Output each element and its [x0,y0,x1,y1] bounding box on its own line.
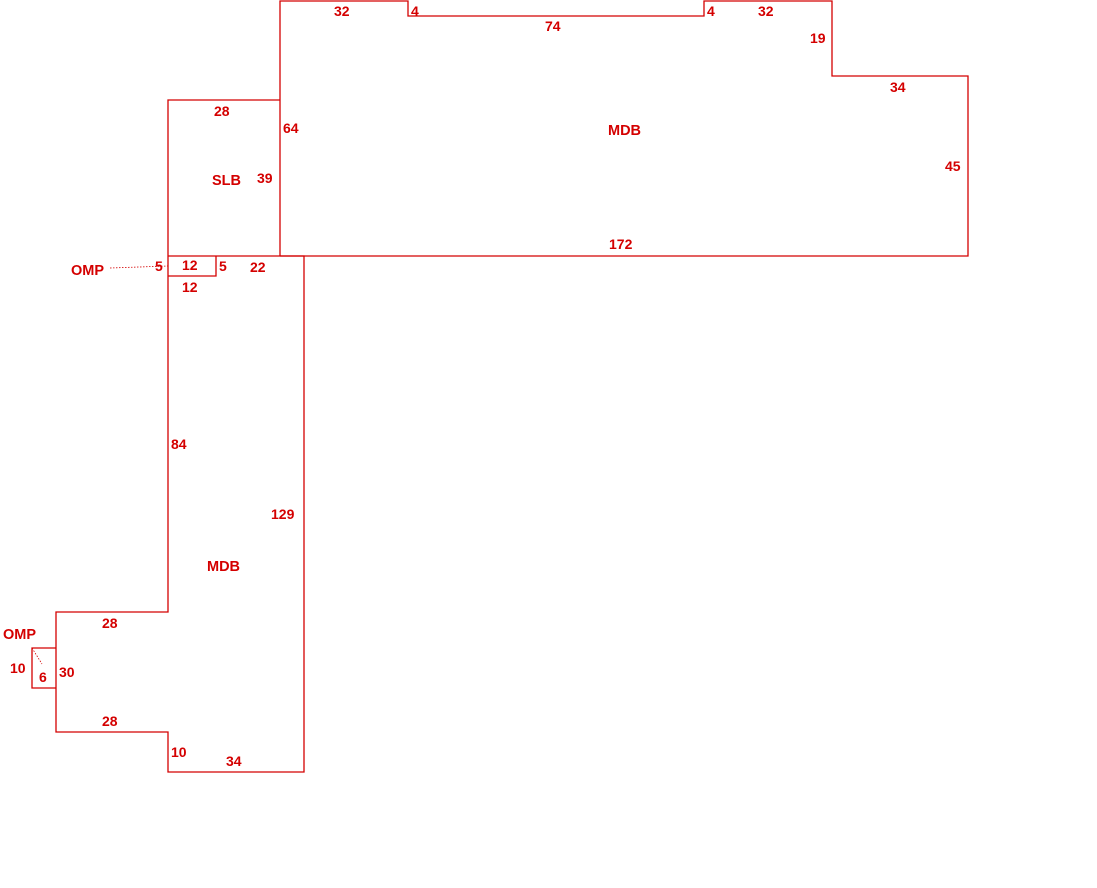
dim-slb-28: 28 [214,103,230,119]
omp-top-label: OMP [71,263,104,279]
dim-top-32-right: 32 [758,3,774,19]
dim-wall-84: 84 [171,436,187,452]
dim-top-74: 74 [545,18,561,34]
mdb-upper-outline [279,0,969,257]
dim-top-4-right: 4 [707,3,715,19]
omp-top-box [168,256,217,277]
dim-mdb-64: 64 [283,120,299,136]
omp-bottom-box [31,647,56,689]
slb-outline [167,99,280,256]
mdb-lower-label: MDB [207,559,240,575]
dim-foot-34: 34 [226,753,242,769]
dim-right-34: 34 [890,79,906,95]
mdb-upper-label: MDB [608,123,641,139]
dim-bottom-172: 172 [609,236,633,252]
dim-ledge-28-top: 28 [102,615,118,631]
dim-omp-6: 6 [39,669,47,685]
dim-corridor-22: 22 [250,259,266,275]
dim-omp-12-top: 12 [182,257,198,273]
dim-wall-129: 129 [271,506,295,522]
dim-ledge-28-bottom: 28 [102,713,118,729]
dim-slb-39: 39 [257,170,273,186]
dim-omp-10: 10 [10,660,26,676]
mdb-lower-outline [55,255,305,773]
dim-top-4-left: 4 [411,3,419,19]
dim-right-45: 45 [945,158,961,174]
omp-top-leader [109,265,169,269]
omp-bottom-leader [31,647,43,665]
dim-omp-12-bottom: 12 [182,279,198,295]
dim-omp-5-left: 5 [155,258,163,274]
dim-omp-5-right: 5 [219,258,227,274]
dim-recess-30: 30 [59,664,75,680]
dim-top-32-left: 32 [334,3,350,19]
dim-step-19: 19 [810,30,826,46]
dim-foot-10: 10 [171,744,187,760]
omp-bottom-label: OMP [3,627,36,643]
slb-label: SLB [212,173,241,189]
